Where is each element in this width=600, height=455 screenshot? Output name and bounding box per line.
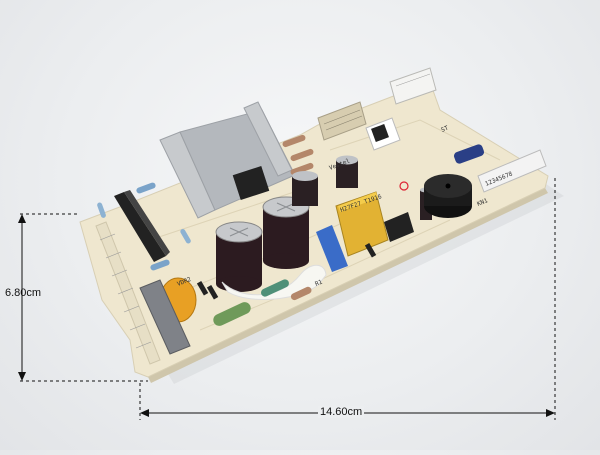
height-dimension: [18, 213, 148, 382]
small-blue-capacitor: [453, 144, 485, 164]
pcb-edge: [148, 188, 548, 383]
buzzer: [424, 174, 472, 218]
electrolytic-capacitor-1: [215, 221, 263, 292]
width-label: 14.60cm: [318, 406, 365, 418]
small-capacitor-1: [292, 171, 318, 206]
electrolytic-capacitor-2: [262, 196, 310, 269]
ce-mark: [399, 181, 409, 191]
kn-label: KN1: [476, 197, 489, 208]
pcb-board: [79, 81, 549, 378]
blue-capacitor: [316, 225, 348, 272]
top-connector: [389, 67, 437, 105]
st-label: ST: [440, 125, 450, 134]
small-capacitor-2: [336, 155, 358, 188]
heatsink: [159, 101, 296, 219]
left-connector-strip: [95, 221, 161, 365]
resistor-group-mid: [282, 134, 314, 176]
voltage-regulator: [232, 166, 270, 200]
film-capacitor: [139, 279, 191, 355]
qr-sticker: [365, 117, 401, 151]
black-connector-left: [114, 190, 170, 262]
r1-label: R1: [314, 279, 324, 288]
beige-connector: [317, 101, 367, 141]
resistor-group-left: [97, 182, 191, 271]
diode-group: [196, 242, 377, 300]
height-label: 6.80cm: [5, 287, 42, 299]
ic-chip: [384, 212, 414, 242]
green-resistor-group: [213, 279, 312, 326]
